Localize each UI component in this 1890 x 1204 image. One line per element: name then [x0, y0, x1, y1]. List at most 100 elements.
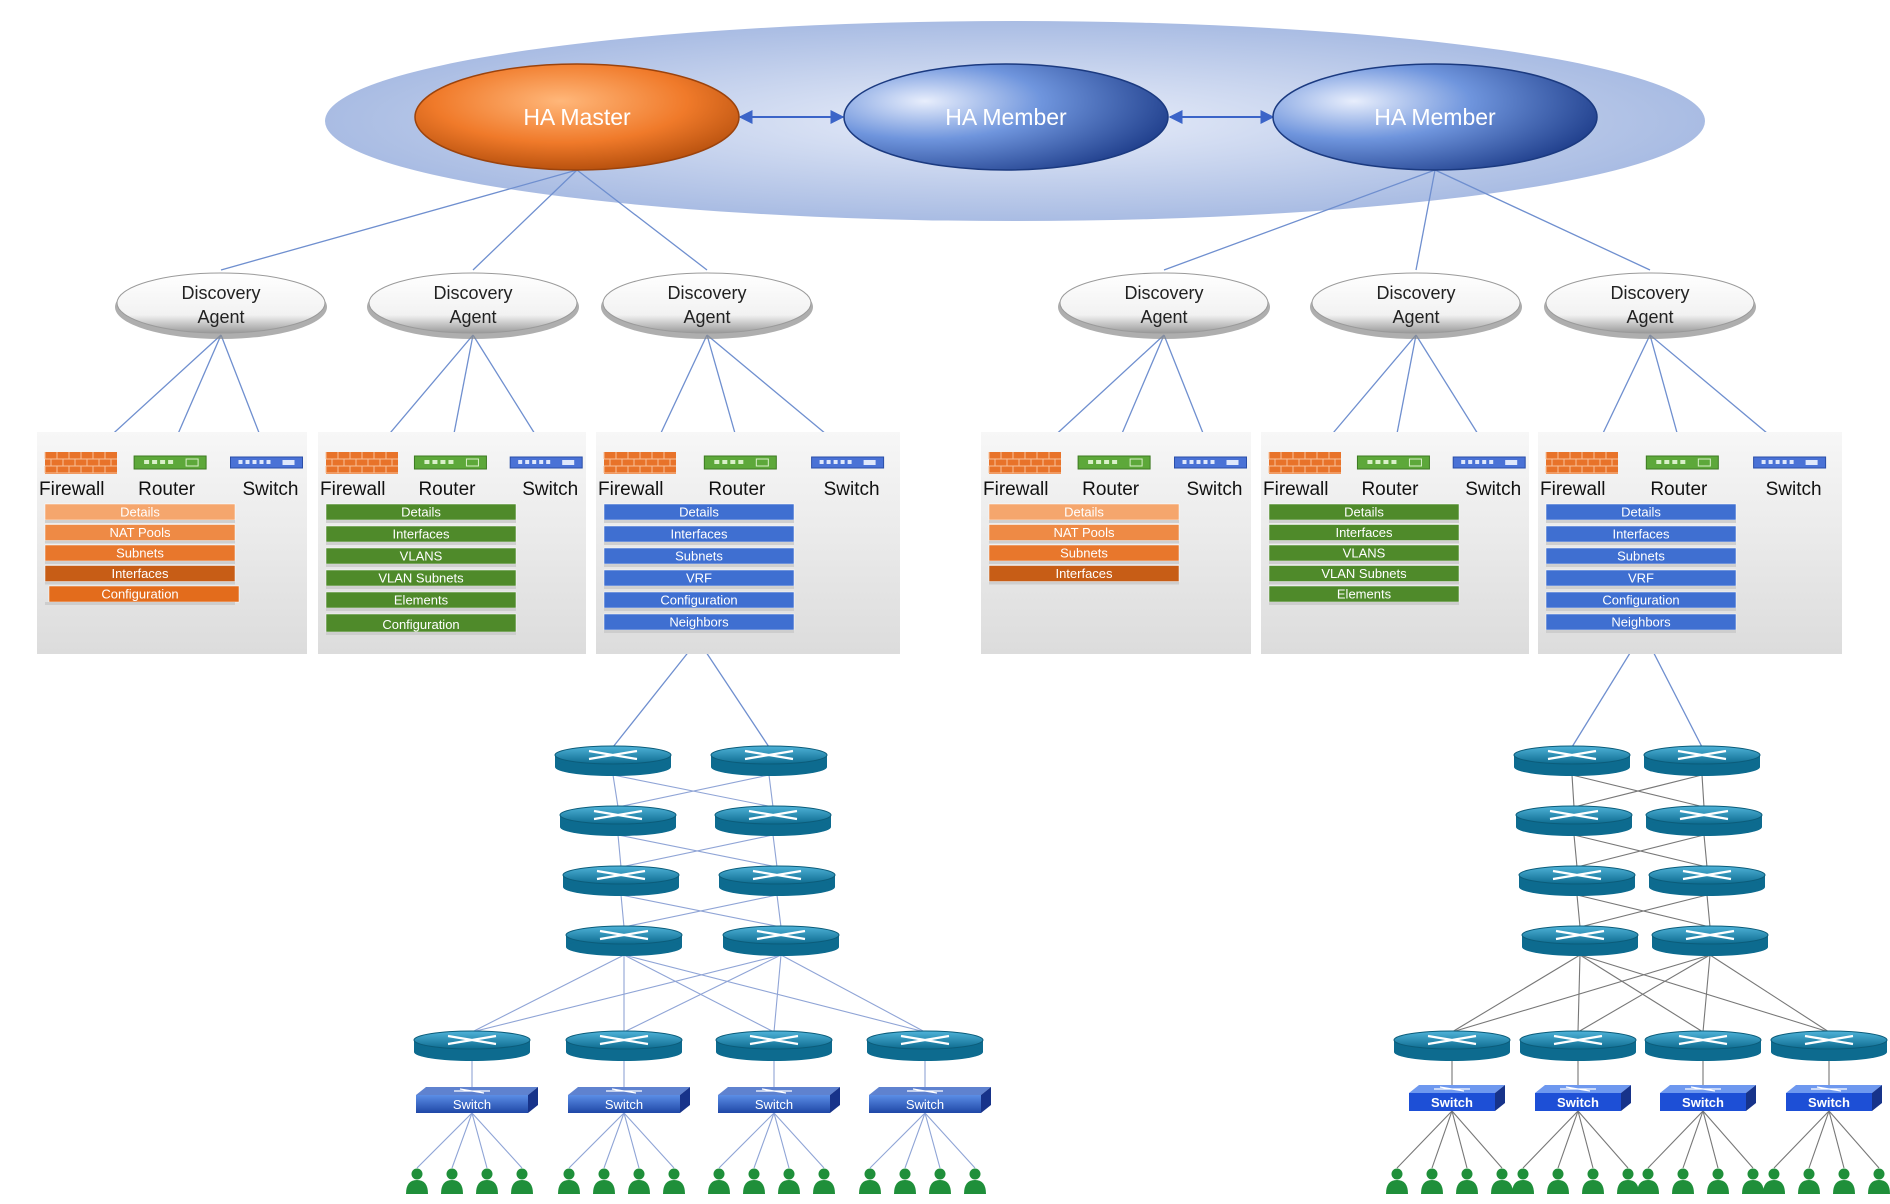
- detail-item-interfaces[interactable]: Interfaces: [325, 525, 517, 545]
- detail-item-interfaces[interactable]: Interfaces: [988, 565, 1180, 585]
- detail-item-subnets[interactable]: Subnets: [44, 544, 236, 564]
- router-icon[interactable]: [1519, 1030, 1637, 1061]
- router-icon[interactable]: [1643, 745, 1761, 776]
- detail-item-configuration[interactable]: Configuration: [325, 613, 517, 635]
- ha-member-2-label: HA Member: [1374, 104, 1496, 130]
- router-icon[interactable]: [722, 925, 840, 956]
- router-icon[interactable]: [1644, 1030, 1762, 1061]
- router-icon[interactable]: [1770, 1030, 1888, 1061]
- detail-item-subnets[interactable]: Subnets: [603, 547, 795, 567]
- detail-item-elements[interactable]: Elements: [325, 591, 517, 611]
- detail-item-details[interactable]: Details: [988, 503, 1180, 523]
- detail-item-interfaces[interactable]: Interfaces: [44, 565, 236, 585]
- router-icon[interactable]: [554, 745, 672, 776]
- detail-item-vlans[interactable]: VLANS: [325, 547, 517, 567]
- access-switch-icon[interactable]: Switch: [1660, 1085, 1756, 1111]
- router-icon[interactable]: [562, 865, 680, 896]
- tree-link: [718, 1112, 775, 1169]
- firewall-icon[interactable]: [325, 452, 398, 474]
- router-icon[interactable]: [1521, 925, 1639, 956]
- detail-item-configuration[interactable]: Configuration: [603, 591, 795, 611]
- switch-icon[interactable]: [811, 456, 885, 469]
- firewall-icon[interactable]: [1268, 452, 1341, 474]
- router-icon[interactable]: [710, 745, 828, 776]
- router-icon[interactable]: [1077, 455, 1151, 470]
- agent-label-line2: Agent: [1626, 307, 1673, 327]
- router-icon[interactable]: [718, 865, 836, 896]
- detail-item-interfaces[interactable]: Interfaces: [1268, 524, 1460, 544]
- router-icon[interactable]: [1645, 805, 1763, 836]
- switch-icon[interactable]: [230, 456, 303, 469]
- router-icon[interactable]: [866, 1030, 984, 1061]
- firewall-icon[interactable]: [988, 452, 1061, 474]
- access-switch-icon[interactable]: Switch: [1786, 1085, 1882, 1111]
- switch-icon[interactable]: [509, 456, 583, 469]
- detail-item-nat-pools[interactable]: NAT Pools: [988, 524, 1180, 544]
- switch-icon[interactable]: [1452, 456, 1526, 469]
- switch-icon[interactable]: [1753, 456, 1827, 469]
- detail-item-interfaces[interactable]: Interfaces: [603, 525, 795, 545]
- tree-link: [753, 1112, 775, 1169]
- ha-member-node-1[interactable]: HA Member: [843, 63, 1169, 171]
- router-icon[interactable]: [1393, 1030, 1511, 1061]
- router-icon[interactable]: [413, 455, 487, 470]
- detail-item-details[interactable]: Details: [325, 503, 517, 523]
- detail-item-elements[interactable]: Elements: [1268, 585, 1460, 605]
- detail-item-details[interactable]: Details: [1268, 503, 1460, 523]
- access-switch-icon[interactable]: Switch: [718, 1087, 840, 1113]
- switch-label: Switch: [453, 1097, 491, 1112]
- router-icon[interactable]: [1648, 865, 1766, 896]
- router-icon[interactable]: [133, 455, 207, 470]
- detail-item-details[interactable]: Details: [603, 503, 795, 523]
- detail-item-vlan-subnets[interactable]: VLAN Subnets: [325, 569, 517, 589]
- detail-item-configuration[interactable]: Configuration: [1545, 591, 1737, 611]
- router-icon[interactable]: [413, 1030, 531, 1061]
- tree-link: [1431, 1110, 1453, 1169]
- detail-item-vlans[interactable]: VLANS: [1268, 544, 1460, 564]
- detail-item-subnets[interactable]: Subnets: [1545, 547, 1737, 567]
- firewall-icon[interactable]: [1545, 452, 1618, 474]
- access-switch-icon[interactable]: Switch: [869, 1087, 991, 1113]
- access-switch-icon[interactable]: Switch: [1409, 1085, 1505, 1111]
- firewall-icon[interactable]: [44, 452, 117, 474]
- router-icon[interactable]: [715, 1030, 833, 1061]
- router-icon[interactable]: [714, 805, 832, 836]
- router-icon[interactable]: [565, 1030, 683, 1061]
- detail-item-neighbors[interactable]: Neighbors: [603, 613, 795, 633]
- router-icon[interactable]: [703, 455, 777, 470]
- detail-item-vlan-subnets[interactable]: VLAN Subnets: [1268, 565, 1460, 585]
- detail-item-interfaces[interactable]: Interfaces: [1545, 525, 1737, 545]
- detail-item-details[interactable]: Details: [1545, 503, 1737, 523]
- router-icon[interactable]: [1513, 745, 1631, 776]
- switch-icon[interactable]: [1174, 456, 1247, 469]
- access-switch-icon[interactable]: Switch: [416, 1087, 538, 1113]
- tree-link: [471, 1112, 488, 1169]
- router-icon[interactable]: [1651, 925, 1769, 956]
- detail-item-label: Interfaces: [1335, 525, 1393, 540]
- firewall-icon[interactable]: [603, 452, 676, 474]
- router-icon[interactable]: [1645, 455, 1719, 470]
- detail-item-vrf[interactable]: VRF: [1545, 569, 1737, 589]
- ha-master-node[interactable]: HA Master: [414, 63, 740, 171]
- detail-item-vrf[interactable]: VRF: [603, 569, 795, 589]
- tree-link: [1828, 1110, 1845, 1169]
- router-icon[interactable]: [1518, 865, 1636, 896]
- detail-item-neighbors[interactable]: Neighbors: [1545, 613, 1737, 633]
- access-switch-icon[interactable]: Switch: [568, 1087, 690, 1113]
- detail-item-details[interactable]: Details: [44, 503, 236, 523]
- router-icon[interactable]: [1515, 805, 1633, 836]
- detail-item-configuration[interactable]: Configuration: [45, 585, 240, 605]
- router-icon[interactable]: [1356, 455, 1430, 470]
- detail-item-nat-pools[interactable]: NAT Pools: [44, 524, 236, 544]
- router-icon[interactable]: [559, 805, 677, 836]
- detail-item-subnets[interactable]: Subnets: [988, 544, 1180, 564]
- router-icon[interactable]: [565, 925, 683, 956]
- access-switch-icon[interactable]: Switch: [1535, 1085, 1631, 1111]
- ha-member-node-2[interactable]: HA Member: [1272, 63, 1598, 171]
